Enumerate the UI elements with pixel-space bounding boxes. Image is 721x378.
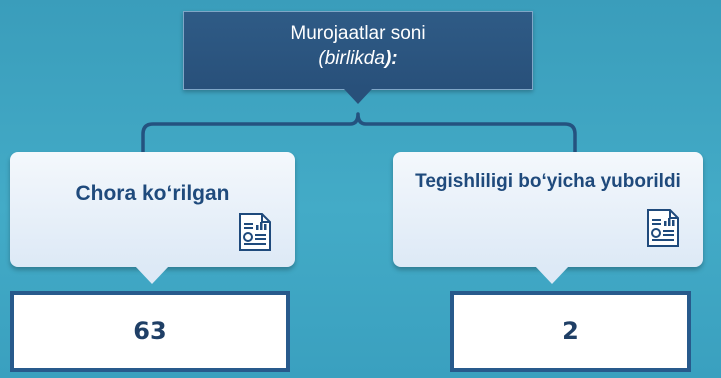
brace-connector	[141, 112, 577, 152]
branch-label: Tegishliligi bo‘yicha yuborildi	[415, 171, 681, 192]
report-icon	[647, 209, 679, 247]
value-box-tegishliligi: 2	[450, 291, 691, 372]
branch-pointer	[535, 266, 569, 284]
header-title: Murojaatlar soni	[290, 23, 426, 44]
value-box-chora-korilgan: 63	[10, 291, 290, 372]
report-icon	[239, 213, 271, 251]
branch-chora-korilgan: Chora ko‘rilgan	[10, 152, 295, 267]
branch-label: Chora ko‘rilgan	[75, 182, 230, 205]
header-box: Murojaatlar soni (birlikda):	[183, 11, 533, 90]
branch-pointer	[135, 266, 169, 284]
header-pointer	[344, 89, 372, 104]
branch-tegishliligi: Tegishliligi bo‘yicha yuborildi	[393, 152, 703, 267]
header-subtitle: (birlikda):	[318, 48, 398, 69]
